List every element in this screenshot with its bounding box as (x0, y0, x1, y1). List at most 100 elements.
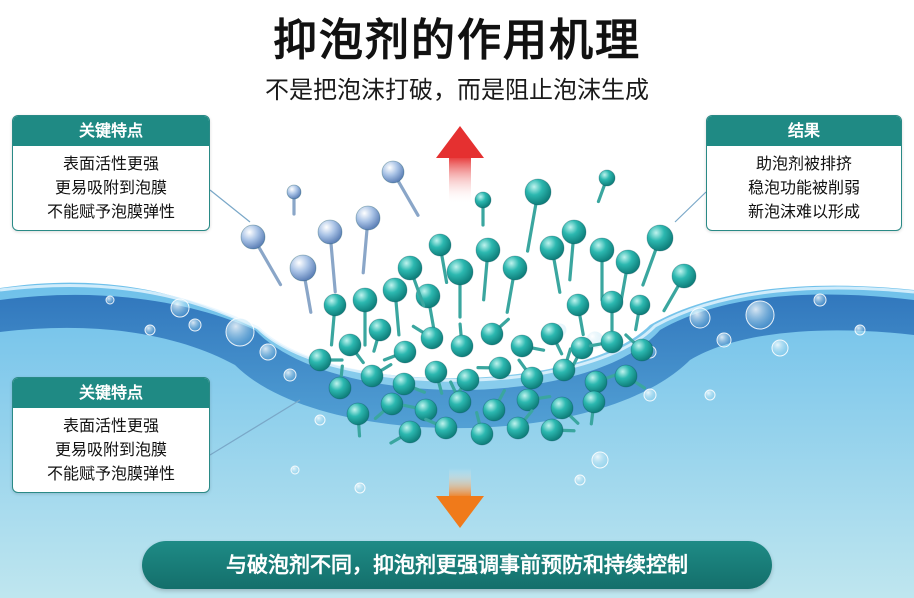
bubble (225, 317, 255, 347)
defoamer-molecule (589, 237, 615, 302)
defoamer-molecule (582, 390, 606, 426)
defoamer-molecule (397, 255, 426, 308)
defoamer-molecule (641, 224, 674, 287)
bubble (170, 298, 190, 318)
defoamer-molecule (402, 398, 438, 422)
defoamer-molecule (629, 294, 651, 332)
defoamer-molecule (446, 258, 474, 319)
connector-line (674, 191, 707, 223)
defoamer-molecule (368, 318, 392, 353)
defoamer-molecule (596, 169, 616, 204)
footer-banner: 与破泡剂不同，抑泡剂更强调事前预防和持续控制 (142, 541, 772, 589)
info-card-top-right: 结果 助泡剂被排挤 稳泡功能被削弱 新泡沫难以形成 (706, 115, 902, 231)
defoamer-molecule (550, 396, 580, 425)
card-line: 不能赋予泡膜弹性 (46, 202, 175, 221)
defoamer-molecule (352, 287, 378, 347)
bubble (188, 318, 202, 332)
defoamer-molecule (338, 333, 365, 365)
card-line: 稳泡功能被削弱 (747, 178, 860, 197)
connector-line (209, 399, 301, 456)
defoamer-molecule (539, 235, 565, 294)
foaming-agent-molecule (381, 160, 420, 217)
defoamer-molecule (323, 293, 347, 347)
defoamer-molecule (570, 336, 594, 370)
defoamer-molecule (614, 364, 647, 390)
defoamer-molecule (510, 334, 546, 358)
defoamer-molecule (424, 416, 458, 440)
defoamer-molecule (424, 360, 448, 395)
card-line: 不能赋予泡膜弹性 (46, 464, 175, 483)
bubble (716, 332, 732, 348)
foaming-agent-molecule (355, 205, 381, 275)
defoamer-molecule (540, 322, 564, 356)
defoamer-molecule (615, 249, 641, 305)
foaming-agent-molecule (286, 184, 302, 216)
defoamer-molecule (450, 322, 474, 358)
card-line: 新泡沫难以形成 (747, 202, 860, 221)
defoamer-molecule (474, 191, 492, 227)
defoamer-molecule (561, 219, 587, 282)
bubble (854, 324, 866, 336)
defoamer-molecule (524, 178, 552, 253)
defoamer-molecule (346, 402, 370, 438)
bubble (643, 388, 657, 402)
card-line: 表面活性更强 (62, 416, 159, 435)
card-heading: 关键特点 (13, 116, 209, 146)
foaming-agent-molecule (240, 224, 283, 287)
connector-line (209, 189, 251, 223)
page-subtitle: 不是把泡沫打破，而是阻止泡沫生成 (265, 76, 649, 104)
bubble (574, 474, 586, 486)
defoamer-molecule (502, 255, 528, 314)
defoamer-molecule (517, 358, 544, 390)
defoamer-molecule (328, 364, 352, 400)
page-title: 抑泡剂的作用机理 (273, 15, 641, 66)
bubble (813, 293, 827, 307)
defoamer-molecule (448, 380, 472, 414)
card-heading: 关键特点 (13, 378, 209, 408)
bubble (771, 339, 789, 357)
foaming-agent-molecule (317, 219, 343, 294)
bubble (105, 295, 115, 305)
down-arrow-icon (436, 468, 484, 528)
defoamer-molecule (389, 420, 422, 445)
bubble (689, 307, 711, 329)
defoamer-molecule (470, 411, 494, 446)
defoamer-molecule (382, 340, 417, 364)
defoamer-molecule (516, 388, 552, 412)
bubble (283, 368, 297, 382)
info-card-top-left: 关键特点 表面活性更强 更易吸附到泡膜 不能赋予泡膜弹性 (12, 115, 210, 231)
defoamer-molecule (662, 263, 697, 313)
defoamer-molecule (373, 392, 404, 421)
bubble (591, 451, 609, 469)
card-line: 更易吸附到泡膜 (54, 440, 167, 459)
defoamer-molecule (308, 348, 344, 372)
bubble (745, 300, 775, 330)
bubble (290, 465, 300, 475)
up-arrow-icon (436, 126, 484, 204)
defoamer-molecule (624, 333, 654, 362)
card-line: 助泡剂被排挤 (755, 154, 852, 173)
card-line: 表面活性更强 (62, 154, 159, 173)
bubble (144, 324, 156, 336)
defoamer-molecule (475, 237, 501, 302)
bubble (314, 414, 326, 426)
defoamer-molecule (480, 317, 510, 346)
defoamer-molecule (411, 324, 444, 350)
bubble (354, 482, 366, 494)
card-heading: 结果 (707, 116, 901, 146)
defoamer-molecule (506, 409, 534, 440)
defoamer-molecule (382, 277, 408, 337)
foaming-agent-molecule (289, 254, 317, 314)
bubble (259, 343, 277, 361)
defoamer-molecule (482, 388, 506, 422)
defoamer-molecule (392, 372, 426, 396)
defoamer-molecule (476, 356, 512, 380)
bubble (704, 389, 716, 401)
defoamer-molecule (552, 347, 576, 382)
defoamer-molecule (540, 418, 576, 442)
defoamer-molecule (428, 233, 452, 285)
defoamer-molecule (360, 363, 393, 388)
info-card-bottom-left: 关键特点 表面活性更强 更易吸附到泡膜 不能赋予泡膜弹性 (12, 377, 210, 493)
